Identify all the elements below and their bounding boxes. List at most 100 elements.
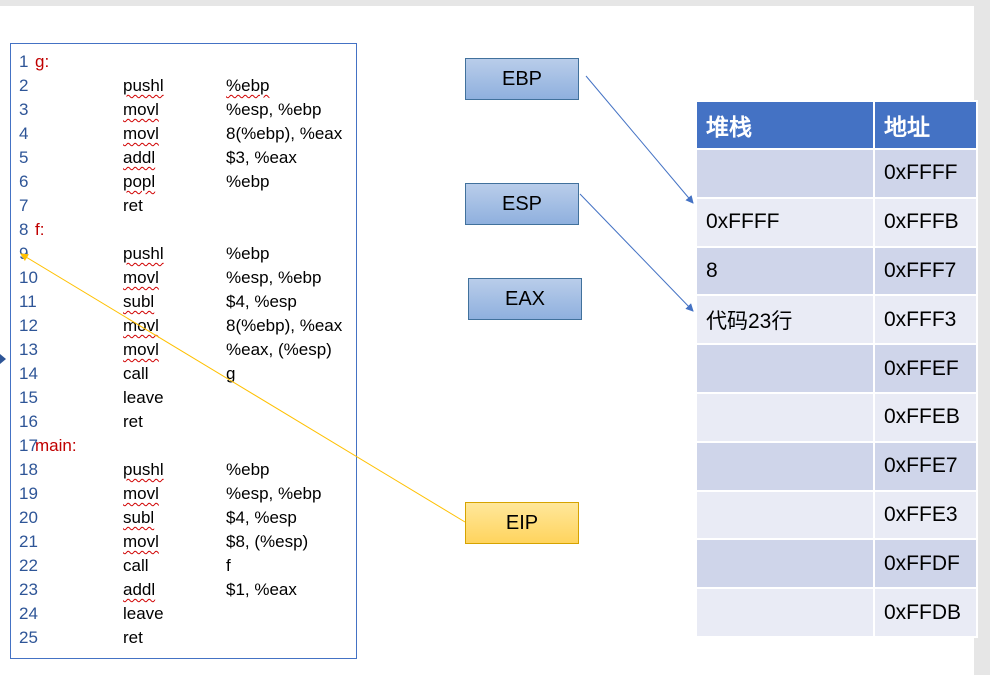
line-number: 25 xyxy=(19,628,38,647)
operands: $4, %esp xyxy=(226,508,297,527)
operands: %eax, (%esp) xyxy=(226,340,332,359)
operands: $3, %eax xyxy=(226,148,297,167)
operands: %ebp xyxy=(226,244,270,263)
eax-register-box: EAX xyxy=(468,278,582,320)
esp-pointer-arrow xyxy=(579,193,694,312)
line-number: 22 xyxy=(19,556,38,575)
left-arrow-marker-icon xyxy=(0,354,6,364)
code-label: main: xyxy=(35,436,77,455)
line-number: 19 xyxy=(19,484,38,503)
eip-pointer-arrow xyxy=(20,253,466,523)
ebp-register-label: EBP xyxy=(501,67,543,90)
operands: f xyxy=(226,556,231,575)
stack-row: 0xFFEF xyxy=(695,343,978,394)
stack-address-cell: 0xFFF7 xyxy=(873,245,978,297)
instruction: leave xyxy=(123,388,164,407)
stack-value-cell: 8 xyxy=(695,245,875,297)
address-column-header: 地址 xyxy=(873,100,978,150)
instruction: movl xyxy=(123,532,159,551)
stack-value-cell xyxy=(695,440,875,492)
line-number: 1 xyxy=(19,52,29,71)
esp-register-label: ESP xyxy=(501,192,543,215)
operands: %ebp xyxy=(226,76,270,95)
eip-register-box: EIP xyxy=(465,502,579,544)
stack-address-cell: 0xFFDB xyxy=(873,587,978,638)
instruction: movl xyxy=(123,268,159,287)
code-label: g: xyxy=(35,52,50,71)
line-number: 15 xyxy=(19,388,38,407)
line-number: 4 xyxy=(19,124,29,143)
operands: %esp, %ebp xyxy=(226,100,322,119)
instruction: pushl xyxy=(123,460,164,479)
operands: %ebp xyxy=(226,460,270,479)
stack-table-header-row: 堆栈 地址 xyxy=(695,100,978,150)
ebp-pointer-arrow xyxy=(585,75,694,204)
stack-value-cell xyxy=(695,489,875,541)
operands: g xyxy=(226,364,236,383)
line-number: 23 xyxy=(19,580,38,599)
line-number: 20 xyxy=(19,508,38,527)
operands: $4, %esp xyxy=(226,292,297,311)
stack-row: 0xFFE7 xyxy=(695,440,978,492)
stack-address-cell: 0xFFF3 xyxy=(873,294,978,346)
code-label: f: xyxy=(35,220,45,239)
operands: 8(%ebp), %eax xyxy=(226,124,343,143)
ebp-register-box: EBP xyxy=(465,58,579,100)
instruction: movl xyxy=(123,124,159,143)
line-number: 14 xyxy=(19,364,38,383)
stack-value-cell xyxy=(695,343,875,394)
instruction: pushl xyxy=(123,244,164,263)
instruction: ret xyxy=(123,628,143,647)
stack-value-cell xyxy=(695,538,875,590)
instruction: addl xyxy=(123,148,156,167)
operands: %esp, %ebp xyxy=(226,484,322,503)
stack-value-cell xyxy=(695,148,875,199)
instruction: movl xyxy=(123,340,159,359)
line-number: 17 xyxy=(19,436,38,455)
assembly-code-box: 1 g: 2 pushl %ebp 3 movl %esp, %ebp 4 movl 8(%e… xyxy=(10,43,357,659)
line-number: 13 xyxy=(19,340,38,359)
stack-column-header: 堆栈 xyxy=(695,100,875,150)
operands: 8(%ebp), %eax xyxy=(226,316,343,335)
instruction: ret xyxy=(123,412,143,431)
stack-address-cell: 0xFFE3 xyxy=(873,489,978,541)
instruction: subl xyxy=(123,508,155,527)
line-number: 10 xyxy=(19,268,38,287)
eax-register-label: EAX xyxy=(504,287,546,310)
line-number: 16 xyxy=(19,412,38,431)
instruction: call xyxy=(123,364,149,383)
instruction: call xyxy=(123,556,149,575)
stack-row: 0xFFE3 xyxy=(695,489,978,541)
operands: $8, (%esp) xyxy=(226,532,309,551)
instruction: ret xyxy=(123,196,143,215)
stack-value-cell: 代码23行 xyxy=(695,294,875,346)
line-number: 6 xyxy=(19,172,29,191)
stack-row: 0xFFFF xyxy=(695,148,978,199)
instruction: addl xyxy=(123,580,156,599)
stack-address-cell: 0xFFEB xyxy=(873,391,978,443)
instruction: popl xyxy=(123,172,156,191)
operands: %esp, %ebp xyxy=(226,268,322,287)
line-number: 8 xyxy=(19,220,29,239)
eip-register-label: EIP xyxy=(505,511,539,534)
line-number: 3 xyxy=(19,100,29,119)
stack-address-cell: 0xFFDF xyxy=(873,538,978,590)
instruction: pushl xyxy=(123,76,164,95)
line-number: 7 xyxy=(19,196,29,215)
line-number: 12 xyxy=(19,316,38,335)
operands: $1, %eax xyxy=(226,580,297,599)
line-number: 2 xyxy=(19,76,29,95)
stack-row: 0xFFEB xyxy=(695,391,978,443)
stack-row: 0xFFDB xyxy=(695,587,978,638)
stack-value-cell xyxy=(695,587,875,638)
stack-value-cell: 0xFFFF xyxy=(695,196,875,248)
line-number: 11 xyxy=(19,292,37,311)
stack-address-cell: 0xFFFF xyxy=(873,148,978,199)
instruction: movl xyxy=(123,100,159,119)
stack-address-cell: 0xFFEF xyxy=(873,343,978,394)
